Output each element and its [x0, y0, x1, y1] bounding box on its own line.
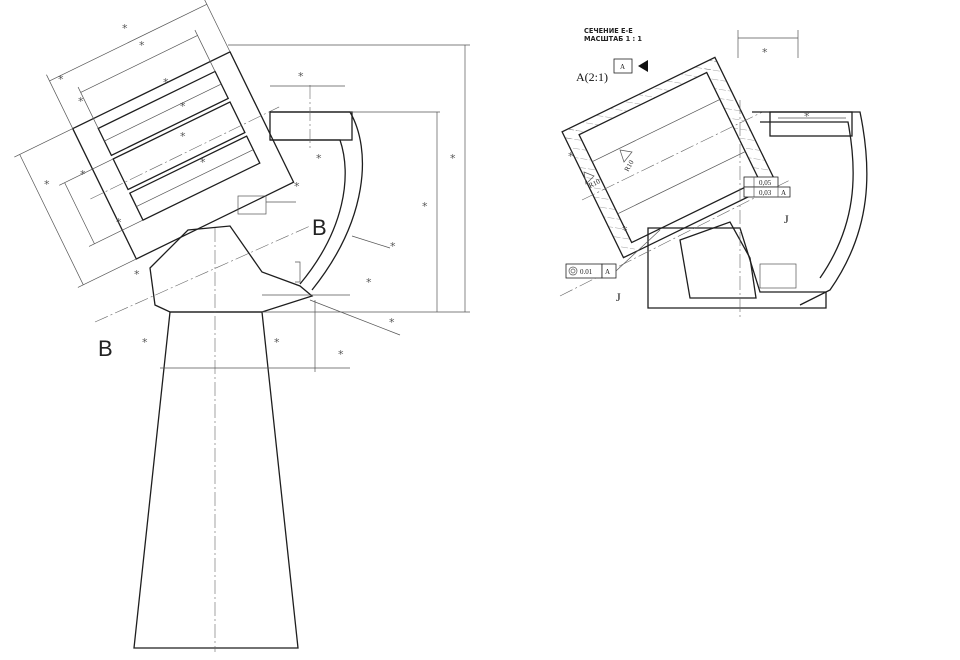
- svg-text:*: *: [294, 180, 300, 193]
- svg-text:*: *: [366, 276, 372, 289]
- svg-text:*: *: [568, 150, 574, 163]
- tol-flatness: 0,05: [759, 179, 772, 187]
- svg-text:*: *: [58, 73, 64, 86]
- svg-text:*: *: [163, 76, 169, 89]
- tol-concentric-datum: A: [605, 268, 610, 276]
- svg-text:*: *: [200, 156, 206, 169]
- section-label-j2: J: [616, 290, 621, 304]
- bowl-wall: [270, 111, 364, 291]
- svg-text:*: *: [180, 100, 186, 113]
- svg-text:*: *: [422, 200, 428, 213]
- stem-section: [133, 311, 299, 649]
- left-view: * * * * * * * * * * * * * * * * * * * * …: [14, 0, 470, 652]
- svg-text:*: *: [134, 268, 140, 281]
- tilted-bore-outer: [71, 51, 295, 260]
- svg-text:*: *: [298, 70, 304, 83]
- svg-text:*: *: [316, 152, 322, 165]
- section-label-b-right: B: [312, 215, 327, 240]
- svg-text:*: *: [450, 152, 456, 165]
- svg-text:*: *: [142, 336, 148, 349]
- detail-label: A(2:1): [576, 70, 608, 84]
- dimension-mark-left: *: [338, 348, 344, 361]
- tol-perp-datum: A: [781, 189, 786, 197]
- svg-text:*: *: [78, 95, 84, 108]
- svg-text:*: *: [122, 22, 128, 35]
- dimension-mark-right: *: [622, 224, 628, 237]
- svg-text:*: *: [116, 216, 122, 229]
- svg-text:*: *: [762, 46, 768, 59]
- tol-concentric: 0.01: [580, 268, 593, 276]
- insert-section: [679, 221, 757, 299]
- datum-label-a: A: [620, 63, 625, 71]
- svg-text:*: *: [180, 130, 186, 143]
- svg-text:*: *: [389, 316, 395, 329]
- svg-text:*: *: [80, 168, 86, 181]
- right-view: СЕЧЕНИЕ Е-Е МАСШТАБ 1 : 1 * A(2:1) A: [559, 27, 868, 318]
- svg-text:*: *: [44, 178, 50, 191]
- svg-text:*: *: [274, 336, 280, 349]
- section-label-b-left: B: [98, 336, 113, 361]
- section-title-line2: МАСШТАБ 1 : 1: [584, 35, 642, 43]
- tol-perpendicular: 0,03: [759, 189, 772, 197]
- neck-section: [149, 225, 314, 313]
- svg-text:*: *: [139, 39, 145, 52]
- svg-text:*: *: [804, 110, 810, 123]
- section-label-j1: J: [784, 212, 789, 226]
- section-title-line1: СЕЧЕНИЕ Е-Е: [584, 27, 633, 35]
- svg-text:*: *: [390, 240, 396, 253]
